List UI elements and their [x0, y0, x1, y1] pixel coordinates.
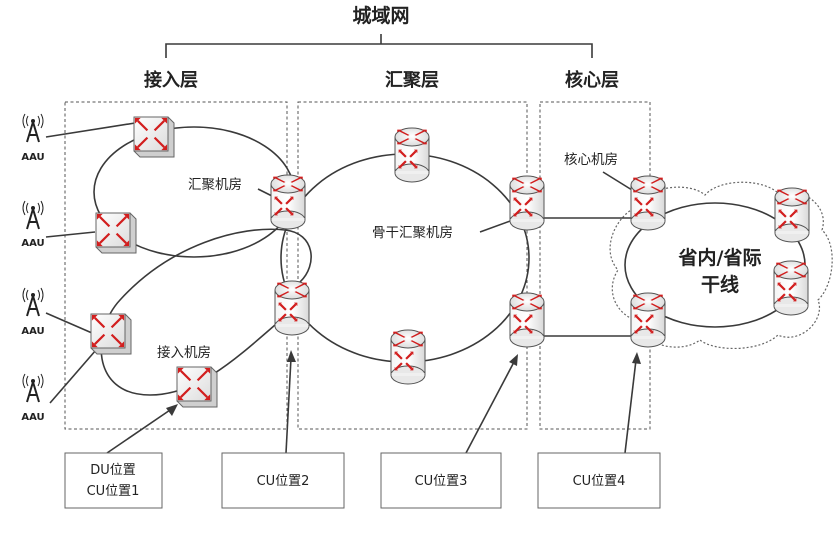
layer-core-label: 核心层 — [565, 69, 619, 91]
aau-antenna-3 — [22, 287, 44, 317]
agg-ring-router-top — [394, 127, 430, 183]
aau-label-3: AAU — [21, 326, 44, 337]
position-3-line-1: CU位置3 — [415, 474, 468, 489]
position-4-line-1: CU位置4 — [573, 474, 626, 489]
diagram-title: 城域网 — [352, 4, 409, 27]
position-arrows — [106, 350, 641, 454]
agg-ring-router-bottom — [390, 329, 426, 385]
backbone-agg-room-pointer — [479, 219, 514, 233]
aau-label-1: AAU — [21, 152, 44, 163]
position-1-line-1: DU位置 — [90, 463, 136, 478]
position-box-3: CU位置3 — [380, 452, 502, 509]
core-router-lower — [630, 292, 666, 348]
aau-label-2: AAU — [21, 238, 44, 249]
backbone-agg-router-lower — [509, 292, 545, 348]
aau-antenna-1 — [22, 113, 44, 143]
backbone-router-right-upper — [774, 187, 810, 243]
backbone-router-right-lower — [773, 260, 809, 316]
backbone-line1: 省内/省际 — [678, 246, 762, 269]
core-room-label: 核心机房 — [564, 152, 618, 168]
agg-room-router-upper — [270, 174, 306, 230]
core-router-upper — [630, 175, 666, 231]
access-switch-mid — [95, 212, 137, 254]
access-switch-lower — [90, 313, 132, 355]
core-layer-box — [539, 101, 651, 430]
aau-antennas — [22, 113, 44, 403]
routers — [270, 127, 810, 385]
backbone-line2: 干线 — [701, 273, 739, 296]
agg-room-label: 汇聚机房 — [188, 177, 242, 193]
backbone-agg-room-label: 骨干汇聚机房 — [372, 225, 453, 241]
aau-link-3 — [45, 312, 93, 334]
layer-access-label: 接入层 — [144, 69, 198, 91]
position-box-2: CU位置2 — [221, 452, 345, 509]
aau-antenna-2 — [22, 200, 44, 230]
access-switch-bottom — [176, 366, 218, 408]
access-switches — [90, 116, 218, 408]
aggregation-layer-box — [297, 101, 528, 430]
position-box-1: DU位置 CU位置1 — [64, 452, 163, 509]
aau-link-4 — [49, 349, 97, 404]
backbone-agg-router-upper — [509, 175, 545, 231]
aau-antenna-4 — [22, 373, 44, 403]
layer-aggregation-label: 汇聚层 — [385, 70, 439, 91]
position-box-4: CU位置4 — [537, 452, 661, 509]
position-2-line-1: CU位置2 — [257, 474, 310, 489]
agg-room-router-lower — [274, 280, 310, 336]
aau-link-1 — [45, 122, 136, 138]
position-1-line-2: CU位置1 — [87, 484, 140, 499]
aau-label-4: AAU — [21, 412, 44, 423]
access-room-label: 接入机房 — [157, 344, 211, 361]
core-room-pointer — [602, 171, 633, 191]
access-layer-box — [64, 101, 288, 430]
aau-link-2 — [45, 231, 96, 238]
title-bracket — [165, 43, 593, 58]
access-switch-top — [133, 116, 175, 158]
